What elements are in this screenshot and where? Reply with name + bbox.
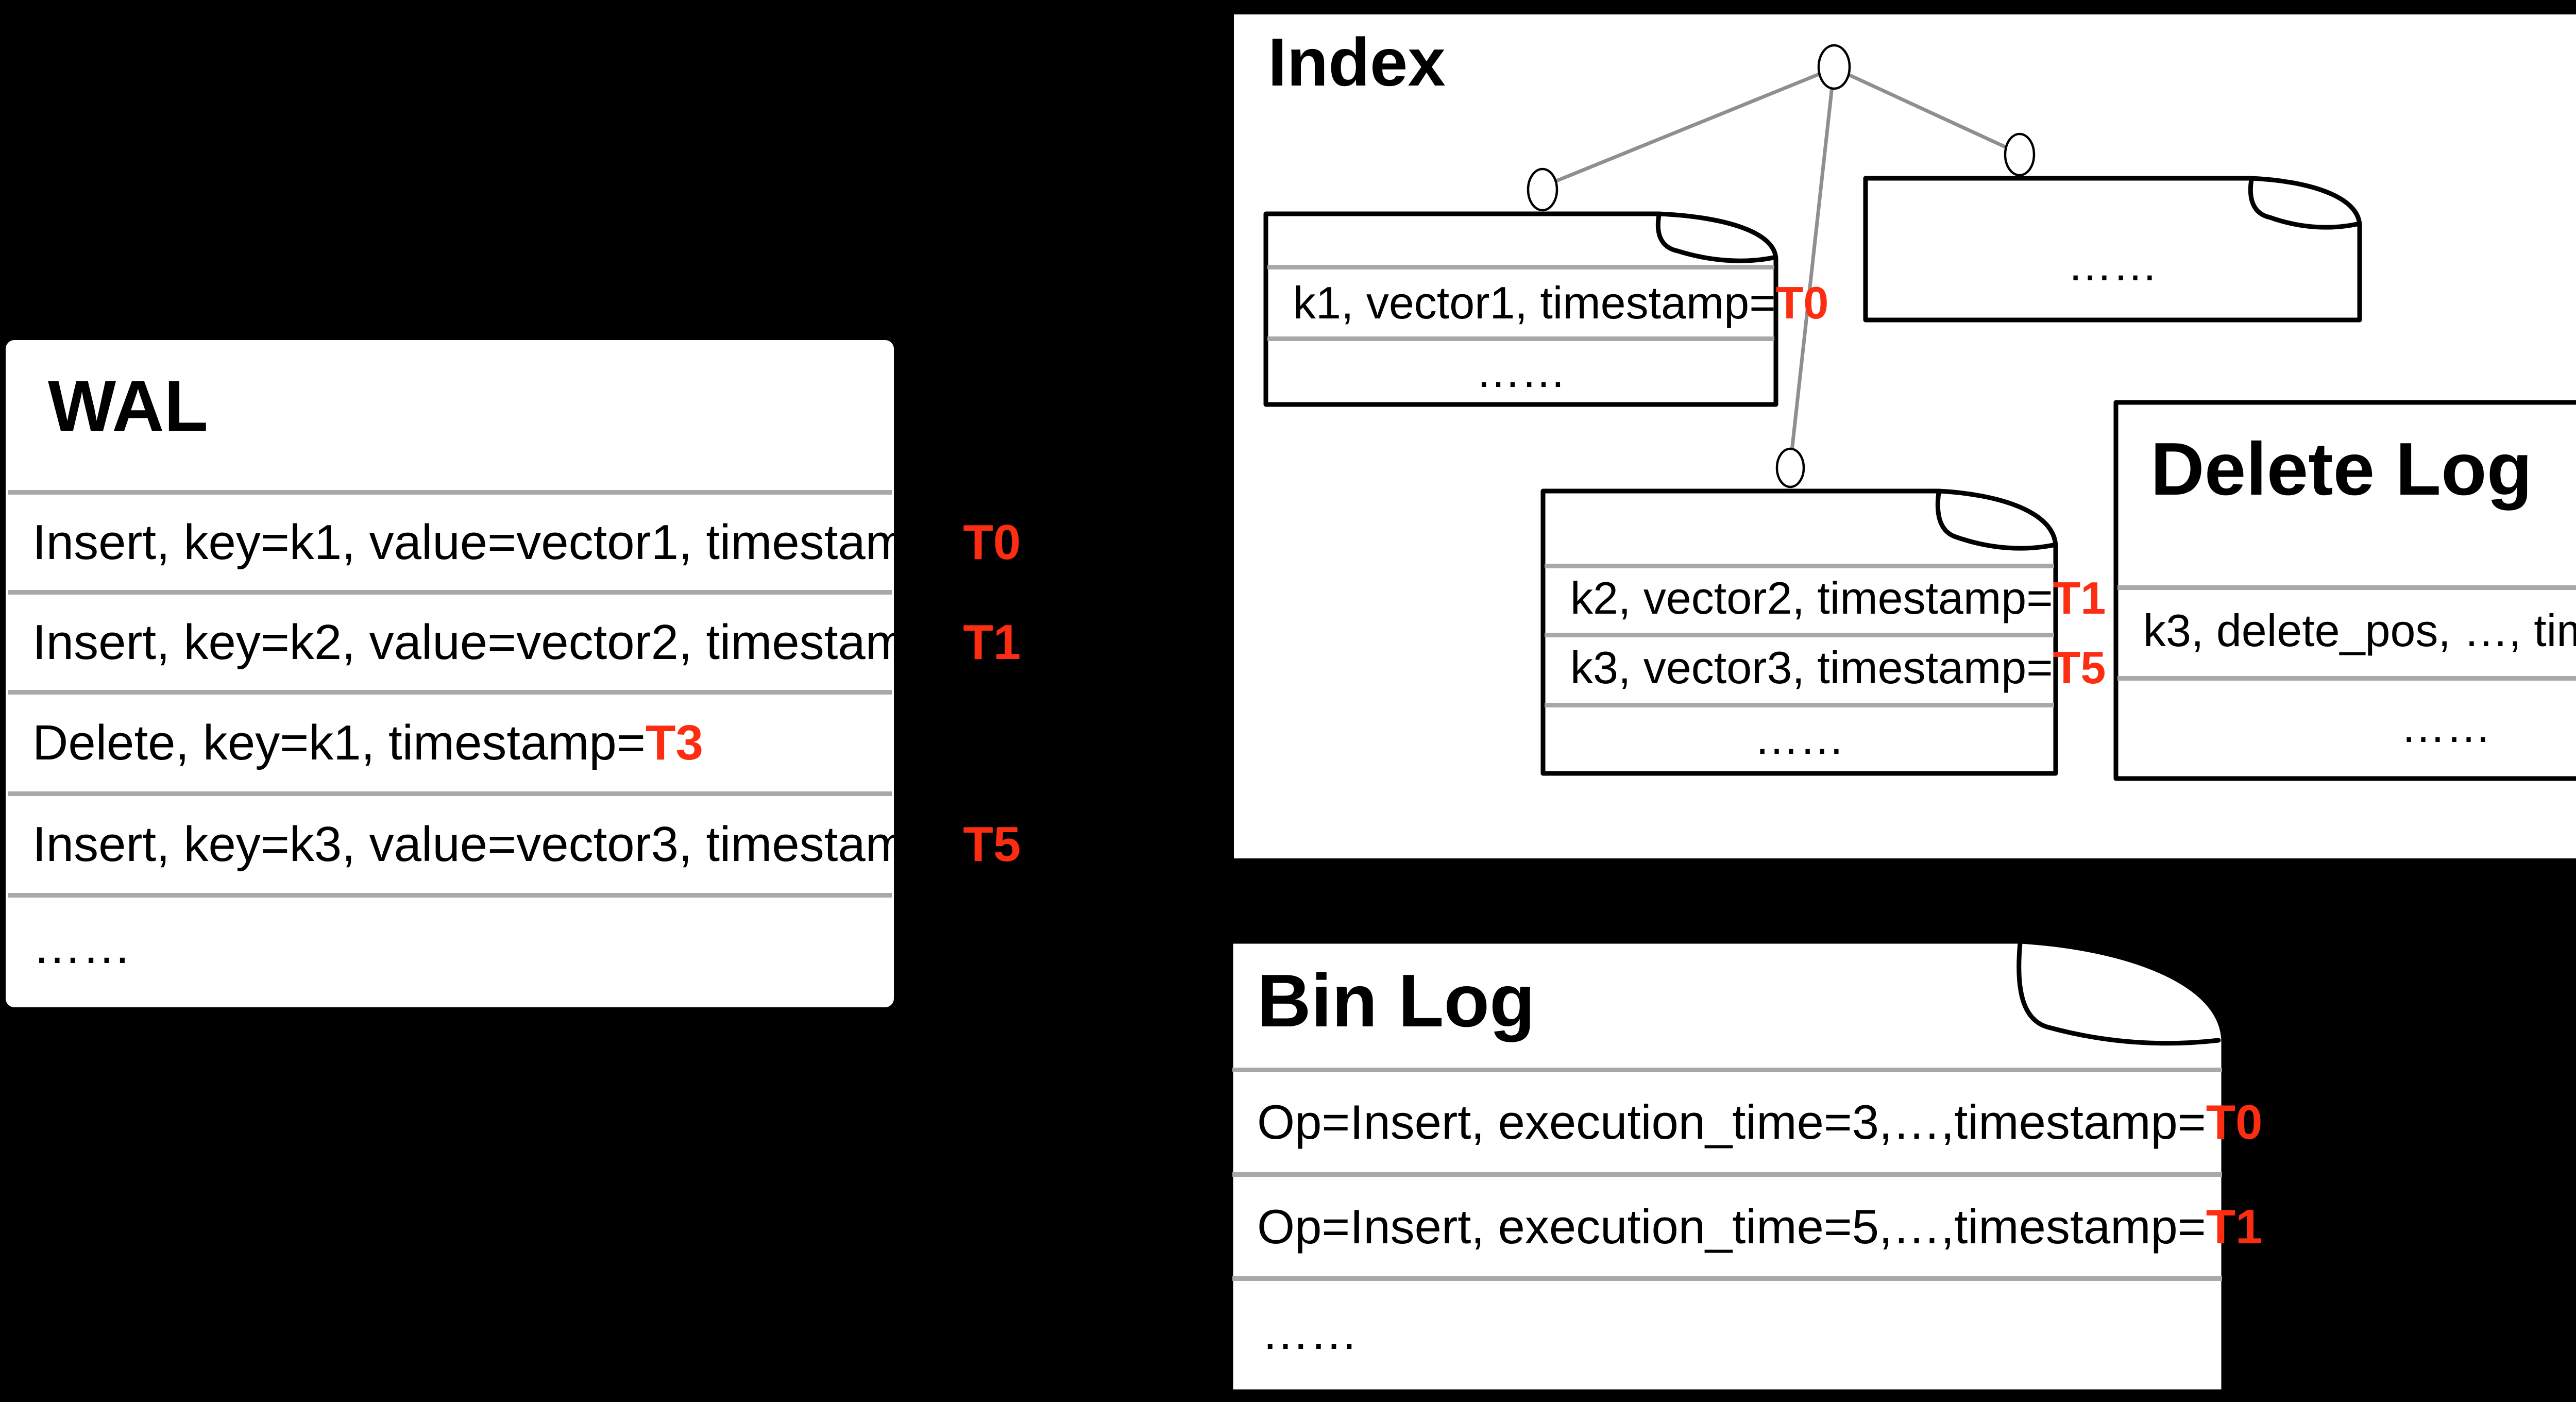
card-row-text: Op=Insert, execution_time=5,…,timestamp=: [1257, 1199, 2206, 1254]
divider: [1232, 1276, 2222, 1281]
wal-ellipsis-row: ……: [6, 898, 894, 995]
divider: [1232, 1068, 2222, 1072]
card-row: k3, vector3, timestamp=T5: [1540, 637, 2106, 699]
divider: [8, 690, 892, 695]
card-row: Op=Insert, execution_time=3,…,timestamp=…: [1228, 1072, 2262, 1172]
ellipsis: ……: [1476, 346, 1566, 397]
divider: [1232, 1172, 2222, 1177]
ellipsis-row: ……: [2113, 680, 2576, 773]
divider: [1267, 265, 1774, 269]
timestamp-value: T1: [2053, 572, 2106, 623]
page-outline: [1263, 211, 1778, 407]
timestamp-value: T1: [2206, 1199, 2263, 1254]
segment-file-card-k2-k3: k2, vector2, timestamp=T1 k3, vector3, t…: [1540, 488, 2106, 776]
delete-log-card: Delete Log k3, delete_pos, …, timestamp=…: [2113, 400, 2576, 781]
wal-title: WAL: [48, 365, 209, 446]
timestamp-value: T3: [645, 715, 703, 770]
page-outline: [2113, 400, 2576, 781]
wal-row-text: Insert, key=k2, value=vector2, timestamp…: [32, 614, 963, 670]
ellipsis-row: ……: [1228, 1281, 2226, 1384]
timestamp-value: T5: [2053, 642, 2106, 693]
wal-row-text: Insert, key=k3, value=vector3, timestamp…: [32, 817, 963, 872]
file-card-shape: [2113, 400, 2576, 781]
wal-row: Insert, key=k2, value=vector2, timestamp…: [6, 595, 1021, 690]
divider: [8, 490, 892, 495]
divider: [8, 893, 892, 898]
page-outline: [1863, 176, 2362, 323]
ellipsis-row: ……: [1263, 341, 1778, 402]
delete-log-title: Delete Log: [2150, 427, 2533, 511]
timestamp-value: T0: [2206, 1095, 2263, 1149]
ellipsis: ……: [1261, 1305, 1358, 1359]
ellipsis-row: ……: [1540, 707, 2058, 770]
ellipsis: ……: [2067, 239, 2158, 290]
folded-corner-icon: [1655, 213, 1776, 263]
ellipsis: ……: [1754, 713, 1845, 764]
wal-row: Insert, key=k3, value=vector3, timestamp…: [6, 796, 1021, 893]
index-title: Index: [1268, 24, 1446, 100]
card-row: Op=Insert, execution_time=5,…,timestamp=…: [1228, 1177, 2262, 1276]
folded-corner-icon: [2016, 940, 2221, 1046]
divider: [1545, 703, 2054, 707]
wal-row: Delete, key=k1, timestamp=T3: [6, 695, 894, 791]
segment-file-card-k1: k1, vector1, timestamp=T0 ……: [1263, 211, 1828, 407]
divider: [2117, 676, 2576, 681]
file-card-shape: [1263, 211, 1778, 407]
divider: [8, 791, 892, 796]
card-row-text: k3, delete_pos, …, timestamp=: [2143, 605, 2576, 656]
ellipsis: ……: [32, 919, 131, 974]
folded-corner-icon: [2248, 177, 2360, 230]
bin-log-card: Bin Log Op=Insert, execution_time=3,…,ti…: [1228, 939, 2262, 1394]
timestamp-value: T5: [963, 817, 1021, 872]
card-row: k2, vector2, timestamp=T1: [1540, 568, 2106, 629]
card-row-text: k3, vector3, timestamp=: [1570, 642, 2053, 693]
divider: [1267, 336, 1774, 341]
divider: [1545, 633, 2054, 637]
folded-corner-icon: [1935, 490, 2056, 551]
timestamp-value: T0: [963, 514, 1021, 570]
timestamp-value: T0: [1775, 277, 1829, 328]
card-row-text: k1, vector1, timestamp=: [1293, 277, 1776, 328]
card-row: k1, vector1, timestamp=T0: [1263, 269, 1828, 336]
wal-row: Insert, key=k1, value=vector1, timestamp…: [6, 495, 1021, 590]
divider: [1545, 564, 2054, 568]
file-card-shape: [1863, 176, 2362, 323]
divider: [8, 590, 892, 595]
wal-box: WAL Insert, key=k1, value=vector1, times…: [3, 337, 1021, 1010]
wal-row-text: Delete, key=k1, timestamp=: [32, 715, 646, 770]
wal-row-text: Insert, key=k1, value=vector1, timestamp…: [32, 514, 963, 570]
segment-file-card-more: ……: [1863, 176, 2362, 323]
ellipsis: ……: [2400, 701, 2492, 752]
divider: [2117, 585, 2576, 590]
card-row-text: Op=Insert, execution_time=3,…,timestamp=: [1257, 1095, 2206, 1149]
ellipsis-row: ……: [1863, 207, 2362, 323]
bin-log-title: Bin Log: [1257, 959, 1535, 1042]
card-row-text: k2, vector2, timestamp=: [1570, 572, 2053, 623]
timestamp-value: T1: [963, 614, 1021, 670]
card-row: k3, delete_pos, …, timestamp=T3: [2113, 589, 2576, 672]
